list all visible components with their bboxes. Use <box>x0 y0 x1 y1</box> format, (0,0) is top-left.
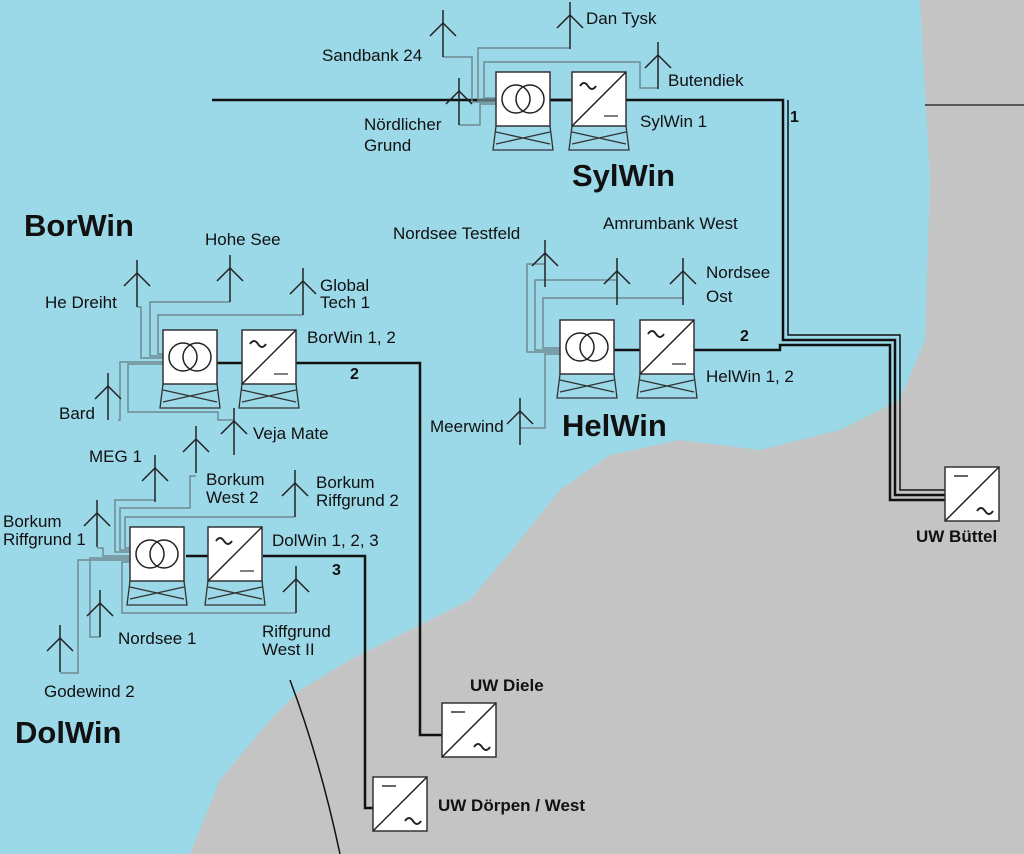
transformer-platform-icon <box>556 319 618 399</box>
cable-dolwin <box>263 554 375 810</box>
wind-turbine-icon <box>123 260 151 307</box>
farm-label: Nördlicher <box>364 115 442 134</box>
wind-turbine-icon <box>94 373 122 420</box>
land-mainland <box>300 0 1024 854</box>
cable-count-sylwin: 1 <box>790 109 799 126</box>
cluster-title-helwin: HelWin <box>562 408 667 443</box>
farm-label: Hohe See <box>205 230 281 249</box>
farm-label: Borkum <box>3 512 62 531</box>
farm-label: Borkum <box>316 473 375 492</box>
farm-label: Nordsee 1 <box>118 629 197 648</box>
farm-label: Dan Tysk <box>586 9 657 28</box>
wind-turbine-icon <box>556 2 584 49</box>
farm-label: Godewind 2 <box>44 682 135 701</box>
onshore-converter-icon <box>441 702 497 758</box>
cluster-title-borwin: BorWin <box>24 208 134 243</box>
wind-turbine-icon <box>644 42 672 89</box>
wind-turbine-icon <box>220 408 248 455</box>
hvdc-cables <box>186 98 945 810</box>
wind-turbine-icon <box>182 426 210 473</box>
farm-label: West II <box>262 640 315 659</box>
wind-turbine-icon <box>281 470 309 517</box>
wind-turbine-icon <box>86 590 114 637</box>
river-line <box>289 679 341 854</box>
substation-label-buettel: UW Büttel <box>916 527 998 546</box>
wind-turbine-icon <box>506 398 534 445</box>
farm-label: Meerwind <box>430 417 504 436</box>
cable-helwin <box>686 343 945 502</box>
substation-label-doerpen: UW Dörpen / West <box>438 796 586 815</box>
substation-label-diele: UW Diele <box>470 676 544 695</box>
cable-sylwin <box>622 98 945 497</box>
farm-label: Veja Mate <box>253 424 329 443</box>
farm-label: Tech 1 <box>320 293 371 312</box>
farm-label: Sandbank 24 <box>322 46 423 65</box>
land-coast-left <box>190 690 360 854</box>
onshore-converter-icon <box>944 466 1000 522</box>
onshore-converter-icon <box>372 776 428 832</box>
wind-turbine-icon <box>445 78 473 125</box>
wind-turbine-icon <box>46 625 74 672</box>
platform-label-dolwin: DolWin 1, 2, 3 <box>272 531 379 550</box>
farm-label: Nordsee Testfeld <box>393 224 521 243</box>
farm-label: Grund <box>364 136 412 155</box>
cluster-title-sylwin: SylWin <box>572 158 676 193</box>
cable-count-helwin: 2 <box>740 328 749 345</box>
cable-sylwin-parallel <box>787 100 945 491</box>
wind-turbine-icon <box>141 455 169 502</box>
cable-count-borwin: 2 <box>350 366 359 383</box>
farm-label: Bard <box>59 404 95 423</box>
platform-label-sylwin: SylWin 1 <box>640 112 708 131</box>
transformer-platform-icon <box>492 71 554 151</box>
wind-turbine-icon <box>669 258 697 305</box>
converter-platform-icon <box>204 526 266 606</box>
land-island-north <box>540 450 680 545</box>
transformer-platform-icon <box>126 526 188 606</box>
wind-turbine-icon <box>289 268 317 315</box>
farm-label: MEG 1 <box>89 447 142 466</box>
platforms <box>126 71 698 606</box>
wind-turbine-icon <box>216 255 244 302</box>
feeder-lines <box>60 47 683 674</box>
converter-platform-icon <box>636 319 698 399</box>
platform-label-borwin: BorWin 1, 2 <box>307 328 396 347</box>
converter-platform-icon <box>238 329 300 409</box>
transformer-platform-icon <box>159 329 221 409</box>
substations <box>372 466 1000 832</box>
wind-turbine-icon <box>282 566 310 613</box>
farm-label: Global <box>320 276 370 295</box>
farm-label: Borkum <box>206 470 265 489</box>
farm-label: Ost <box>706 287 733 306</box>
turbines <box>46 2 697 672</box>
wind-turbine-icon <box>603 258 631 305</box>
platform-label-helwin: HelWin 1, 2 <box>706 367 794 386</box>
farm-label: Riffgrund 1 <box>3 530 86 549</box>
converter-platform-icon <box>568 71 630 151</box>
farm-label: West 2 <box>206 488 259 507</box>
farm-label: Amrumbank West <box>603 214 738 233</box>
farm-label: Riffgrund 2 <box>316 491 399 510</box>
wind-turbine-icon <box>429 10 457 57</box>
wind-turbine-icon <box>531 240 559 287</box>
farm-label: Butendiek <box>668 71 744 90</box>
cable-borwin <box>296 361 443 737</box>
farm-label: Nordsee <box>706 263 771 282</box>
cluster-title-dolwin: DolWin <box>15 715 122 750</box>
farm-label: Riffgrund <box>262 622 331 641</box>
wind-turbine-icon <box>83 500 111 547</box>
cable-count-dolwin: 3 <box>332 562 341 579</box>
farm-label: He Dreiht <box>45 293 117 312</box>
